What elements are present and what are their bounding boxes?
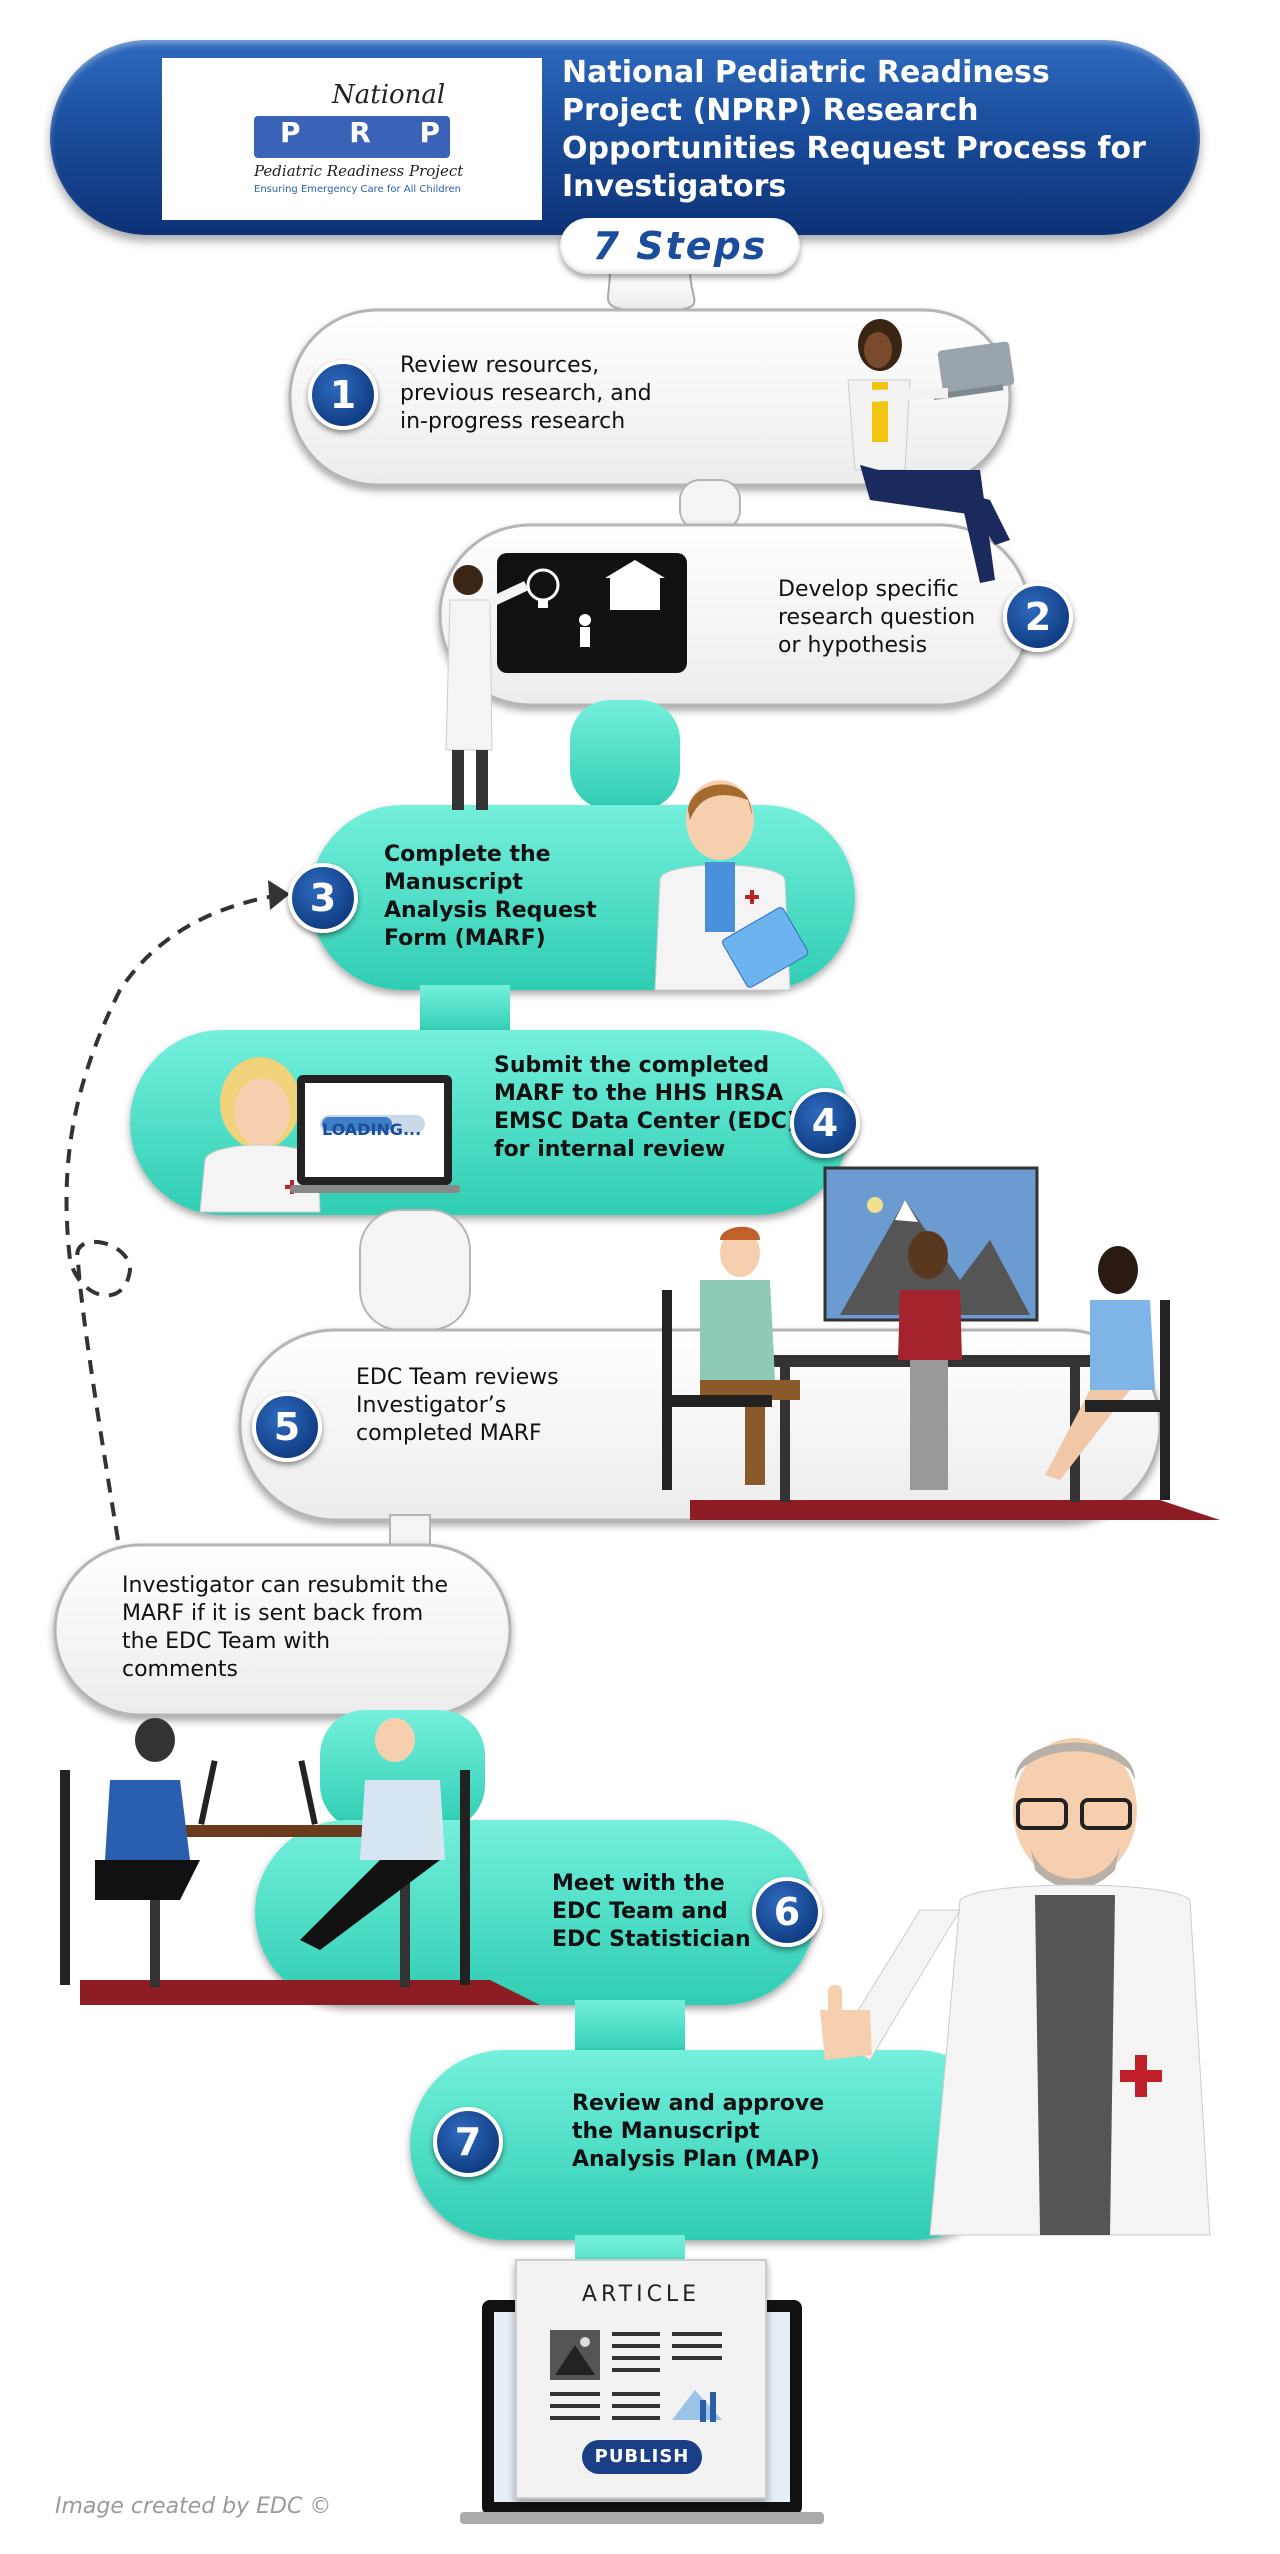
article-title: ARTICLE <box>581 2282 701 2307</box>
resubmit-arrow <box>64 893 281 1541</box>
logo-letters: P R P <box>280 116 440 149</box>
note-capsule <box>53 1543 512 1717</box>
connector-top <box>607 269 696 311</box>
connector-note-6 <box>320 1710 485 1830</box>
step-4-text: Submit the completed MARF to the HHS HRS… <box>494 1053 797 1162</box>
connector-3-4 <box>420 985 510 1035</box>
resubmit-note: Investigator can resubmit the MARF if it… <box>122 1573 449 1682</box>
step-5-text: EDC Team reviews Investigator’s complete… <box>356 1365 559 1446</box>
logo-subtagline: Ensuring Emergency Care for All Children <box>254 184 461 195</box>
logo-letter-p2: P <box>419 116 440 149</box>
logo-letter-p1: P <box>280 116 301 149</box>
step-6-badge: 6 <box>752 1877 822 1947</box>
step-3-text: Complete the Manuscript Analysis Request… <box>384 842 597 951</box>
step-2-text: Develop specific research question or hy… <box>778 577 976 658</box>
steps-label: 7 Steps <box>592 224 768 268</box>
step-2-badge: 2 <box>1003 582 1073 652</box>
image-credit: Image created by EDC © <box>55 2494 332 2519</box>
step-7-badge: 7 <box>433 2107 503 2177</box>
resubmit-arrowhead <box>268 880 290 910</box>
step7-capsule <box>410 2050 1010 2240</box>
blackboard-illustration <box>445 553 687 810</box>
steps-pill: 7 Steps <box>560 218 800 274</box>
laptop-loading-text: LOADING... <box>322 1120 422 1139</box>
nprp-logo: National P R P Pediatric Readiness Proje… <box>162 58 542 220</box>
step-1-text: Review resources, previous research, and… <box>400 353 652 434</box>
step1-capsule <box>288 308 1012 487</box>
step-4-badge: 4 <box>790 1088 860 1158</box>
step-3-badge: 3 <box>288 863 358 933</box>
logo-letter-r: R <box>349 116 371 149</box>
doctor-thumbsup-illustration <box>820 1738 1211 2236</box>
logo-national-text: National <box>332 80 446 110</box>
woman-laptop-loading-illustration <box>199 1057 460 1213</box>
call-center-illustration <box>60 1718 540 2005</box>
step-1-badge: 1 <box>308 360 378 430</box>
step-7-text: Review and approve the Manuscript Analys… <box>572 2091 825 2172</box>
logo-map-shape <box>254 116 450 158</box>
doctor-clipboard-illustration <box>654 780 809 991</box>
step-6-text: Meet with the EDC Team and EDC Statistic… <box>552 1871 751 1952</box>
connector-6-7 <box>575 2000 685 2055</box>
connector-2-3 <box>570 700 680 810</box>
publish-badge: PUBLISH <box>582 2440 702 2474</box>
connector-1-2 <box>679 479 741 531</box>
connector-4-5 <box>359 1209 471 1331</box>
woman-laptop-illustration <box>847 319 1015 583</box>
meeting-illustration <box>662 1166 1220 1520</box>
step-5-badge: 5 <box>252 1392 322 1462</box>
page-title: National Pediatric Readiness Project (NP… <box>562 55 1146 204</box>
logo-tagline: Pediatric Readiness Project <box>254 162 464 180</box>
